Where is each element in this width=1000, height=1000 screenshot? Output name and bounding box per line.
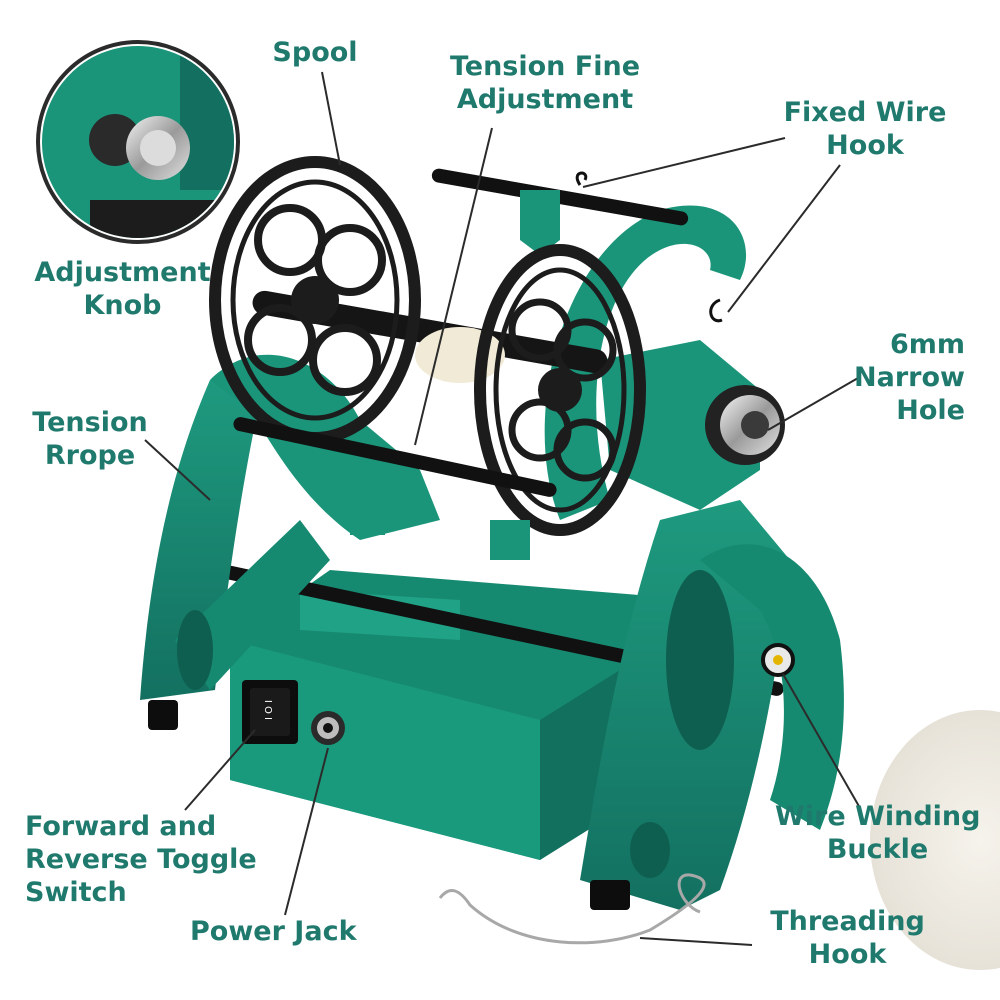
rod-clip — [350, 480, 385, 535]
fixed-wire-hook-top — [575, 171, 588, 186]
label-adjust-knob-line-2: Knob — [83, 290, 162, 321]
leader-6mm — [767, 377, 859, 431]
power-jack — [311, 711, 345, 745]
leader-power — [284, 747, 329, 916]
leader-wire-buckle — [782, 673, 861, 809]
leader-spool — [321, 71, 341, 166]
c-arm — [544, 205, 747, 520]
label-forward-reverse-toggle-switch: Forward and Reverse Toggle Switch — [25, 810, 275, 909]
label-tension-fine-line-2: Adjustment — [456, 84, 634, 115]
leader-fixed-hook-side — [727, 164, 841, 313]
label-threading-hook: Threading Hook — [760, 905, 935, 971]
leader-lines — [144, 71, 861, 946]
label-tension-rope-line-2: Rrope — [44, 440, 136, 471]
label-wire-buckle-line-2: Buckle — [826, 834, 929, 865]
label-fixed-hook-line-1: Fixed Wire — [783, 97, 947, 128]
fixed-wire-hook-side — [709, 298, 723, 323]
label-6mm-line-1: 6mm — [889, 329, 965, 360]
label-tension-fine-line-1: Tension Fine — [449, 51, 641, 82]
bearing-housing — [600, 340, 785, 510]
leader-tension-fine — [414, 127, 493, 446]
label-adjust-knob-line-1: Adjustment — [34, 257, 211, 288]
label-power-line-1: Power Jack — [190, 916, 357, 947]
knob-inset — [36, 40, 240, 244]
wire-buckle — [761, 643, 795, 677]
label-6mm-narrow-hole: 6mm Narrow Hole — [820, 328, 965, 427]
label-fixed-wire-hook: Fixed Wire Hook — [770, 96, 960, 162]
label-tension-fine-adjustment: Tension Fine Adjustment — [430, 50, 660, 116]
label-wire-buckle-line-1: Wire Winding — [775, 801, 981, 832]
tension-clip — [520, 190, 560, 255]
spool-right-disc — [474, 244, 646, 536]
label-wire-winding-buckle: Wire Winding Buckle — [775, 800, 980, 866]
leader-fwd-rev — [184, 729, 256, 811]
wool-fluff — [870, 710, 1000, 970]
right-frame — [580, 500, 844, 910]
label-6mm-line-3: Hole — [896, 395, 965, 426]
leader-tension-rope — [144, 439, 211, 501]
leader-fixed-hook-top — [582, 137, 786, 188]
label-spool: Spool — [255, 36, 375, 69]
label-fwd-rev-line-1: Forward and — [25, 811, 217, 842]
label-thread-hook-line-2: Hook — [808, 939, 887, 970]
label-tension-rope: Tension Rrope — [20, 406, 160, 472]
label-thread-hook-line-1: Threading — [770, 906, 925, 937]
label-power-jack: Power Jack — [190, 915, 375, 948]
label-fixed-hook-line-2: Hook — [826, 130, 904, 161]
toggle-switch: I O I — [242, 680, 298, 744]
label-6mm-line-2: Narrow — [854, 362, 965, 393]
middle-rod — [233, 417, 557, 497]
threading-hook-wire — [438, 873, 706, 945]
label-tension-rope-line-1: Tension — [32, 407, 148, 438]
label-spool-line-1: Spool — [272, 37, 358, 68]
label-fwd-rev-line-2: Reverse Toggle — [25, 844, 257, 875]
switch-marking: I O I — [264, 700, 275, 720]
label-adjustment-knob: Adjustment Knob — [20, 256, 225, 322]
leader-threading-hook — [639, 937, 753, 946]
rod-clip-2 — [490, 520, 530, 560]
label-fwd-rev-line-3: Switch — [25, 877, 127, 908]
